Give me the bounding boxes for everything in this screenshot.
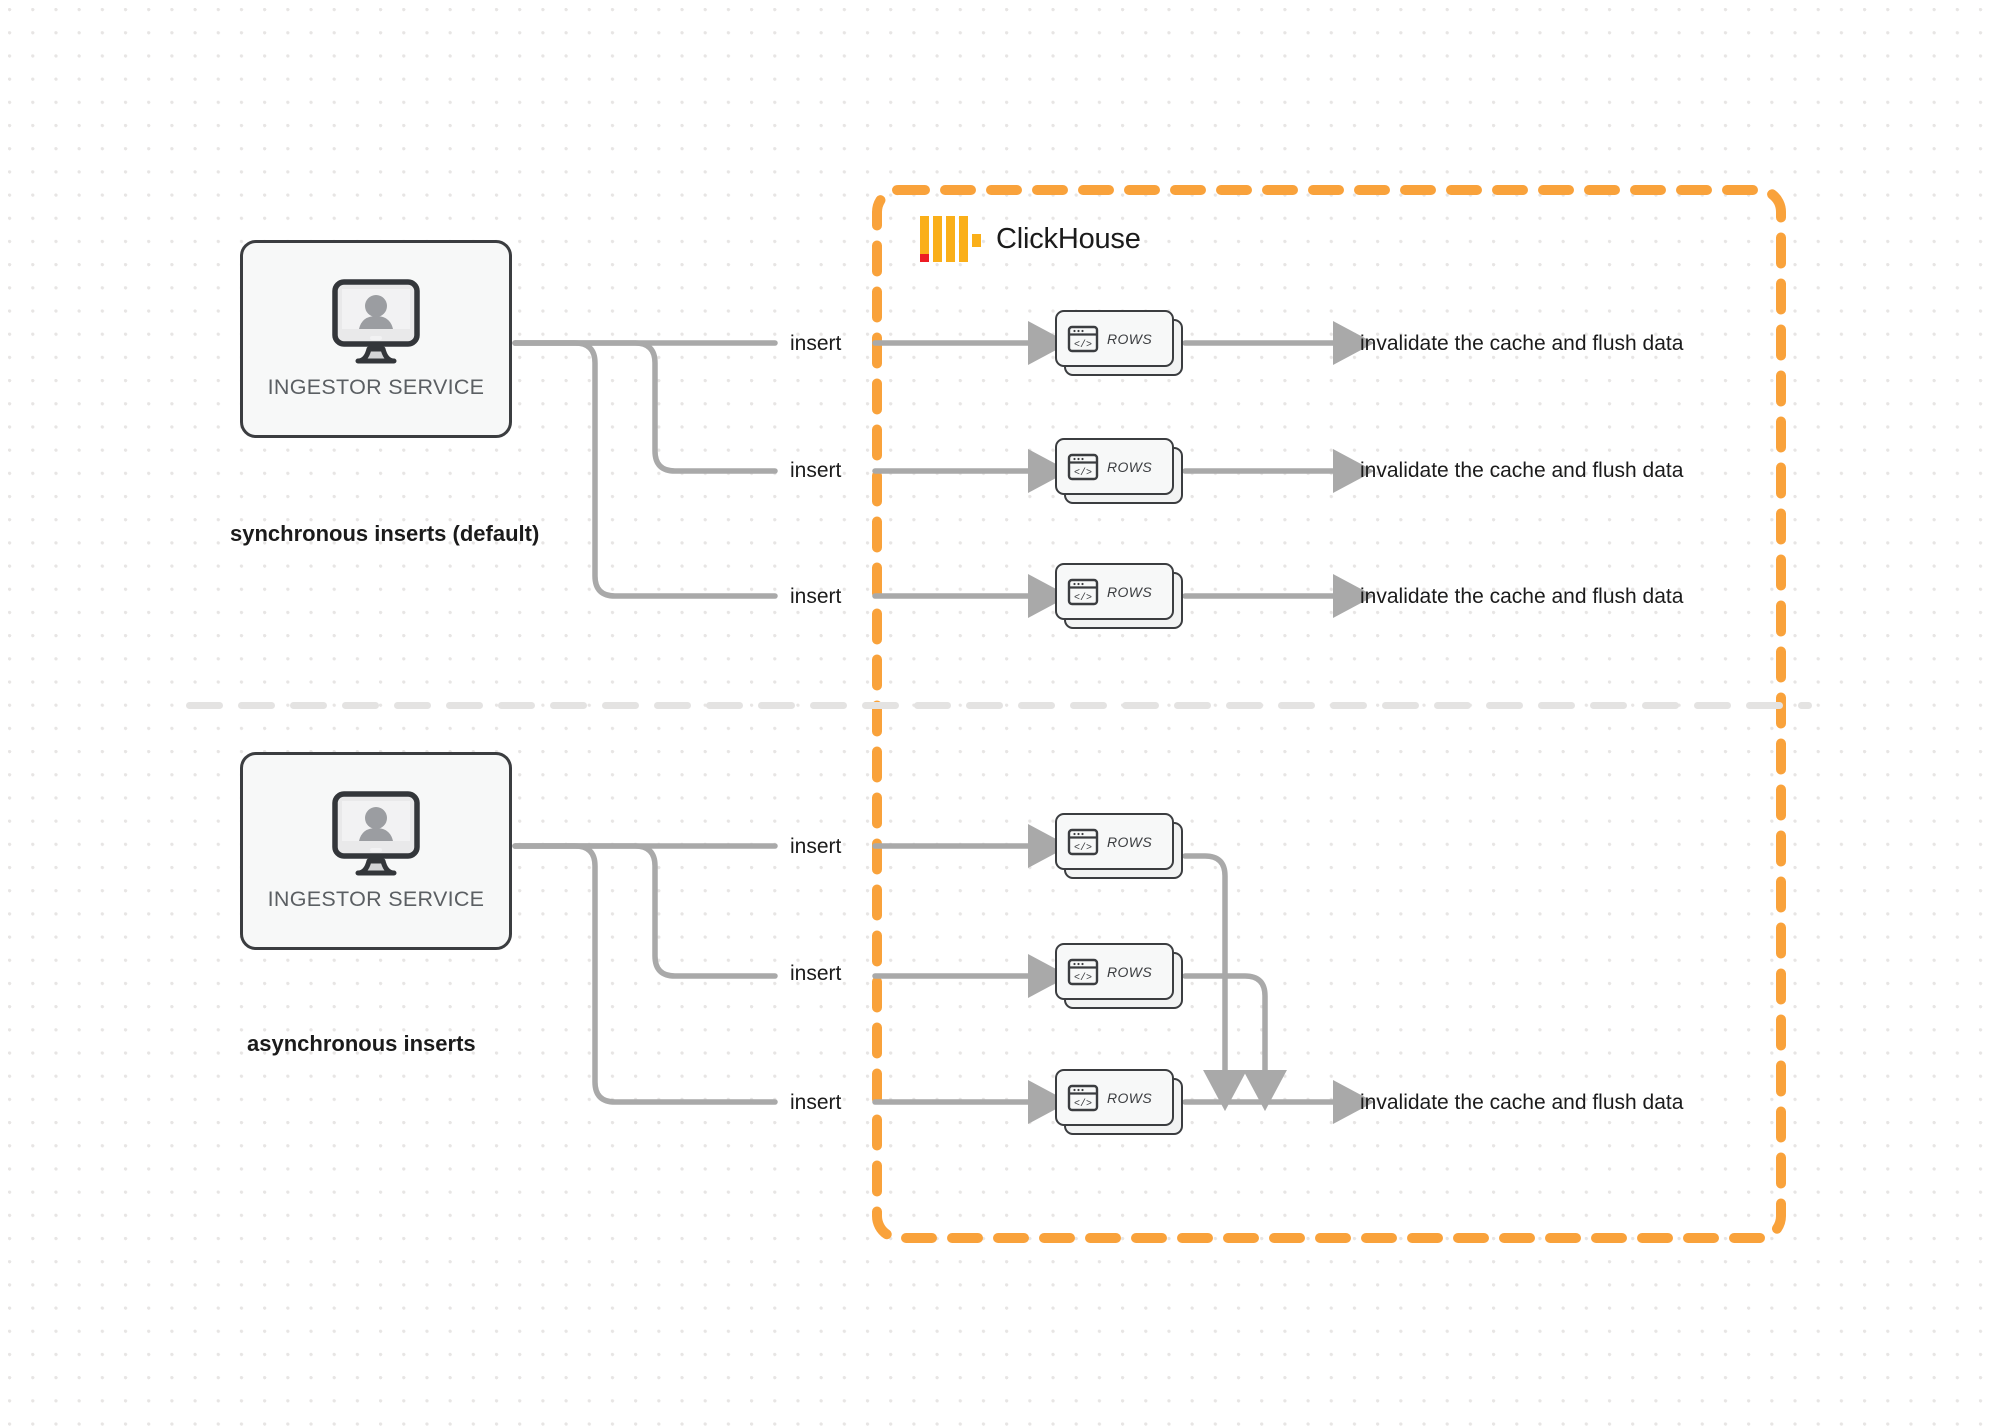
ingestor-service-card-synchronous[interactable]: INGESTOR SERVICE bbox=[240, 240, 512, 438]
clickhouse-wordmark: ClickHouse bbox=[996, 222, 1141, 255]
clickhouse-boundary bbox=[872, 185, 1786, 1243]
svg-text:</>: </> bbox=[1074, 592, 1092, 604]
result-label-sync-1: invalidate the cache and flush data bbox=[1360, 332, 1684, 355]
code-window-icon: </> bbox=[1067, 1084, 1099, 1112]
rows-label: ROWS bbox=[1107, 963, 1153, 980]
code-window-icon: </> bbox=[1067, 958, 1099, 986]
rows-card-front[interactable]: </> ROWS bbox=[1055, 563, 1174, 620]
rows-card-async-2[interactable]: </> ROWS bbox=[1055, 943, 1183, 1009]
insert-label-async-3: insert bbox=[790, 1091, 842, 1114]
rows-card-front[interactable]: </> ROWS bbox=[1055, 1069, 1174, 1126]
rows-card-front[interactable]: </> ROWS bbox=[1055, 943, 1174, 1000]
rows-label: ROWS bbox=[1107, 583, 1153, 600]
rows-label: ROWS bbox=[1107, 833, 1153, 850]
code-window-icon: </> bbox=[1067, 578, 1099, 606]
code-window-icon: </> bbox=[1067, 325, 1099, 353]
svg-text:</>: </> bbox=[1074, 842, 1092, 854]
rows-label: ROWS bbox=[1107, 330, 1153, 347]
monitor-user-icon bbox=[328, 278, 424, 365]
svg-text:</>: </> bbox=[1074, 972, 1092, 984]
insert-label-async-2: insert bbox=[790, 962, 842, 985]
insert-label-sync-3: insert bbox=[790, 585, 842, 608]
ingestor-service-card-asynchronous[interactable]: INGESTOR SERVICE bbox=[240, 752, 512, 950]
section-caption-synchronous: synchronous inserts (default) bbox=[230, 521, 540, 546]
insert-label-sync-2: insert bbox=[790, 459, 842, 482]
clickhouse-logo-icon bbox=[920, 216, 981, 262]
rows-card-front[interactable]: </> ROWS bbox=[1055, 310, 1174, 367]
ingestor-service-label: INGESTOR SERVICE bbox=[267, 886, 485, 911]
insert-label-async-1: insert bbox=[790, 835, 842, 858]
rows-card-sync-1[interactable]: </> ROWS bbox=[1055, 310, 1183, 376]
ingestor-service-label: INGESTOR SERVICE bbox=[267, 374, 485, 399]
rows-label: ROWS bbox=[1107, 458, 1153, 475]
rows-card-front[interactable]: </> ROWS bbox=[1055, 813, 1174, 870]
rows-label: ROWS bbox=[1107, 1089, 1153, 1106]
insert-label-sync-1: insert bbox=[790, 332, 842, 355]
section-divider bbox=[186, 696, 1812, 709]
code-window-icon: </> bbox=[1067, 453, 1099, 481]
rows-card-async-1[interactable]: </> ROWS bbox=[1055, 813, 1183, 879]
rows-card-sync-2[interactable]: </> ROWS bbox=[1055, 438, 1183, 504]
svg-text:</>: </> bbox=[1074, 339, 1092, 351]
rows-card-async-3[interactable]: </> ROWS bbox=[1055, 1069, 1183, 1135]
result-label-async-merged: invalidate the cache and flush data bbox=[1360, 1091, 1684, 1114]
clickhouse-brand: ClickHouse bbox=[920, 216, 1141, 262]
svg-text:</>: </> bbox=[1074, 467, 1092, 479]
rows-card-front[interactable]: </> ROWS bbox=[1055, 438, 1174, 495]
section-caption-asynchronous: asynchronous inserts bbox=[247, 1031, 476, 1056]
rows-card-sync-3[interactable]: </> ROWS bbox=[1055, 563, 1183, 629]
code-window-icon: </> bbox=[1067, 828, 1099, 856]
result-label-sync-3: invalidate the cache and flush data bbox=[1360, 585, 1684, 608]
svg-text:</>: </> bbox=[1074, 1098, 1092, 1110]
monitor-user-icon bbox=[328, 790, 424, 877]
result-label-sync-2: invalidate the cache and flush data bbox=[1360, 459, 1684, 482]
